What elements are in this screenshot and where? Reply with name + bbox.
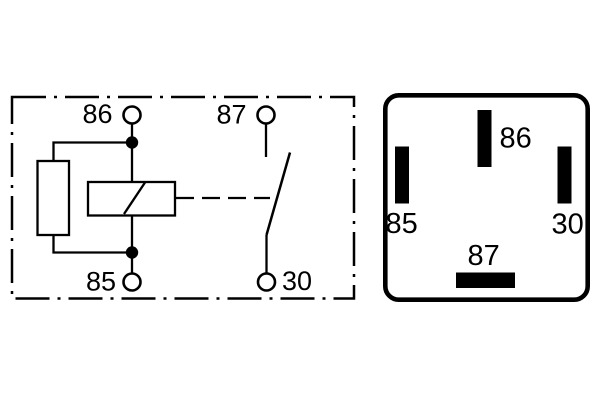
connector-label-30: 30 bbox=[552, 209, 584, 241]
schematic-label-87: 87 bbox=[216, 100, 246, 130]
schematic-label-86: 86 bbox=[82, 99, 112, 129]
connector-outline bbox=[382, 93, 590, 302]
relay-schematic: 86 87 85 30 bbox=[10, 95, 356, 300]
resistor-top-wire bbox=[52, 141, 132, 161]
pin-slot-86 bbox=[477, 110, 492, 167]
connector-label-85: 85 bbox=[386, 208, 418, 240]
terminal-circle-85 bbox=[122, 272, 142, 292]
switch-blade bbox=[265, 152, 292, 236]
pin-slot-85 bbox=[395, 146, 409, 204]
pin-slot-30 bbox=[557, 146, 572, 204]
junction-dot-bottom bbox=[125, 246, 139, 259]
coil-diagonal-line bbox=[123, 181, 146, 215]
terminal-circle-86 bbox=[122, 105, 142, 125]
terminal-circle-87 bbox=[256, 105, 276, 125]
relay-connector-view: 86 85 30 87 bbox=[382, 93, 590, 302]
resistor-bottom-wire bbox=[52, 235, 132, 254]
housing-boundary-box bbox=[10, 95, 356, 300]
terminal-circle-30 bbox=[256, 272, 277, 292]
coil-body bbox=[86, 180, 177, 217]
junction-dot-top bbox=[125, 136, 139, 149]
pin-slot-87 bbox=[456, 272, 515, 288]
connector-label-86: 86 bbox=[500, 123, 532, 155]
connector-label-87: 87 bbox=[468, 240, 500, 272]
schematic-label-85: 85 bbox=[86, 267, 116, 297]
schematic-label-30: 30 bbox=[282, 266, 312, 296]
resistor-body bbox=[36, 159, 71, 237]
